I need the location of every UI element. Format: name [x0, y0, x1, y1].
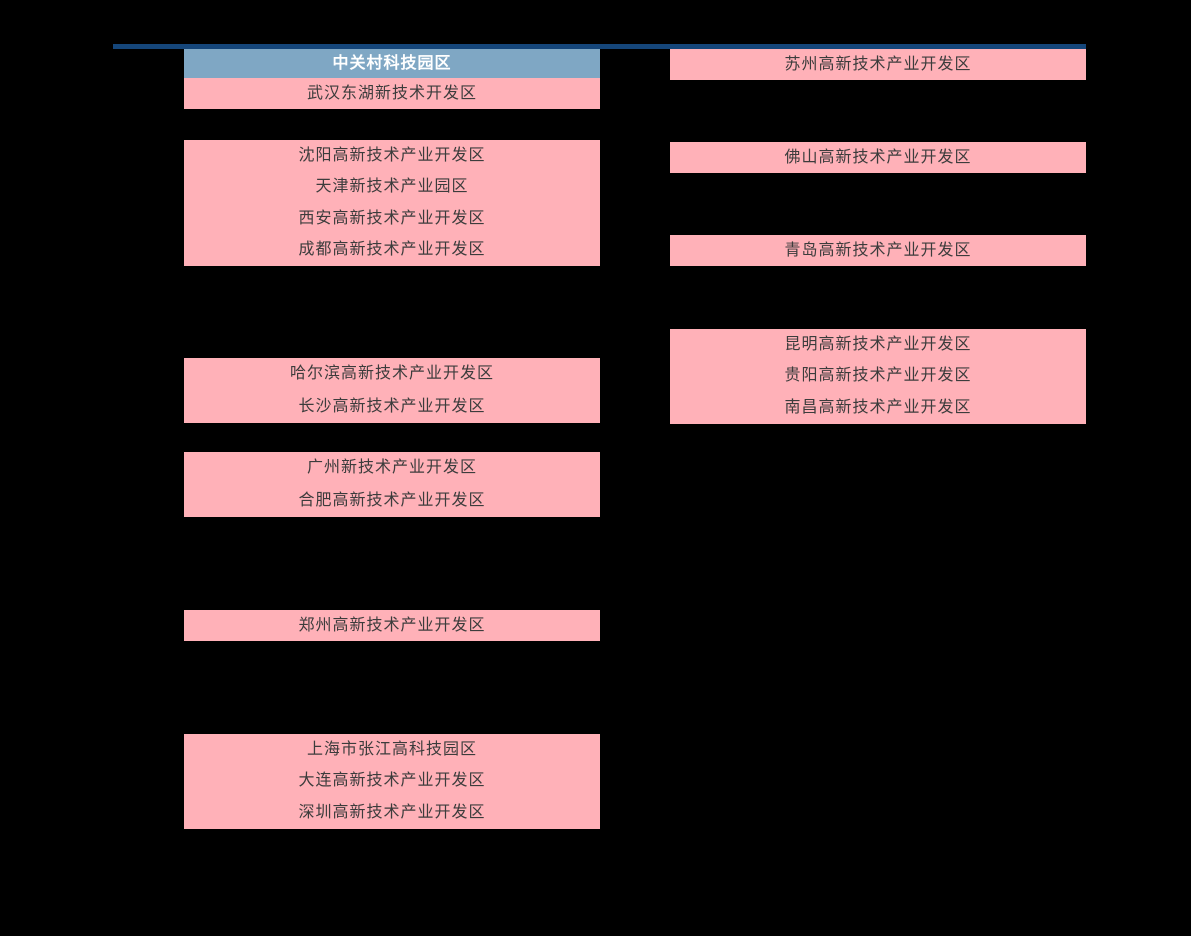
zone-name: 天津新技术产业园区 — [315, 178, 469, 196]
zone-group-harbin-changsha: 哈尔滨高新技术产业开发区 长沙高新技术产业开发区 — [184, 358, 600, 423]
zone-group-guangzhou-hefei: 广州新技术产业开发区 合肥高新技术产业开发区 — [184, 452, 600, 517]
zone-name: 大连高新技术产业开发区 — [298, 772, 486, 790]
zone-group-qingdao: 青岛高新技术产业开发区 — [670, 235, 1086, 266]
zone-name: 广州新技术产业开发区 — [306, 459, 477, 477]
zone-group-shanghai-dalian-shenzhen: 上海市张江高科技园区 大连高新技术产业开发区 深圳高新技术产业开发区 — [184, 734, 600, 829]
column-left: 中关村科技园区 武汉东湖新技术开发区 沈阳高新技术产业开发区 天津新技术产业园区… — [184, 0, 600, 936]
zone-name: 苏州高新技术产业开发区 — [784, 55, 972, 73]
zone-name: 成都高新技术产业开发区 — [298, 241, 486, 259]
zone-name: 青岛高新技术产业开发区 — [784, 241, 972, 259]
zone-group-wuhan: 武汉东湖新技术开发区 — [184, 78, 600, 109]
zone-group-zhengzhou: 郑州高新技术产业开发区 — [184, 610, 600, 641]
zone-name: 南昌高新技术产业开发区 — [784, 399, 972, 417]
zone-group-zhongguancun-header: 中关村科技园区 — [184, 49, 600, 78]
zone-name: 佛山高新技术产业开发区 — [784, 148, 972, 166]
zone-name: 昆明高新技术产业开发区 — [784, 335, 972, 353]
zone-name: 郑州高新技术产业开发区 — [298, 616, 486, 634]
zone-group-foshan: 佛山高新技术产业开发区 — [670, 142, 1086, 173]
zone-name: 西安高新技术产业开发区 — [298, 209, 486, 227]
column-right: 苏州高新技术产业开发区 佛山高新技术产业开发区 青岛高新技术产业开发区 昆明高新… — [670, 0, 1086, 936]
zone-group-kunming-guiyang-nanchang: 昆明高新技术产业开发区 贵阳高新技术产业开发区 南昌高新技术产业开发区 — [670, 329, 1086, 424]
top-divider-line — [113, 44, 1086, 49]
zone-group-suzhou: 苏州高新技术产业开发区 — [670, 49, 1086, 80]
zone-name: 合肥高新技术产业开发区 — [298, 491, 486, 509]
zone-name: 武汉东湖新技术开发区 — [306, 84, 477, 102]
zone-name: 上海市张江高科技园区 — [306, 740, 477, 758]
zone-group-shenyang-tianjin-xian-chengdu: 沈阳高新技术产业开发区 天津新技术产业园区 西安高新技术产业开发区 成都高新技术… — [184, 140, 600, 266]
zone-name: 沈阳高新技术产业开发区 — [298, 146, 486, 164]
zone-name: 深圳高新技术产业开发区 — [298, 804, 486, 822]
zone-name: 贵阳高新技术产业开发区 — [784, 367, 972, 385]
zone-name: 哈尔滨高新技术产业开发区 — [289, 365, 494, 383]
zone-name: 中关村科技园区 — [332, 54, 452, 72]
zone-name: 长沙高新技术产业开发区 — [298, 397, 486, 415]
